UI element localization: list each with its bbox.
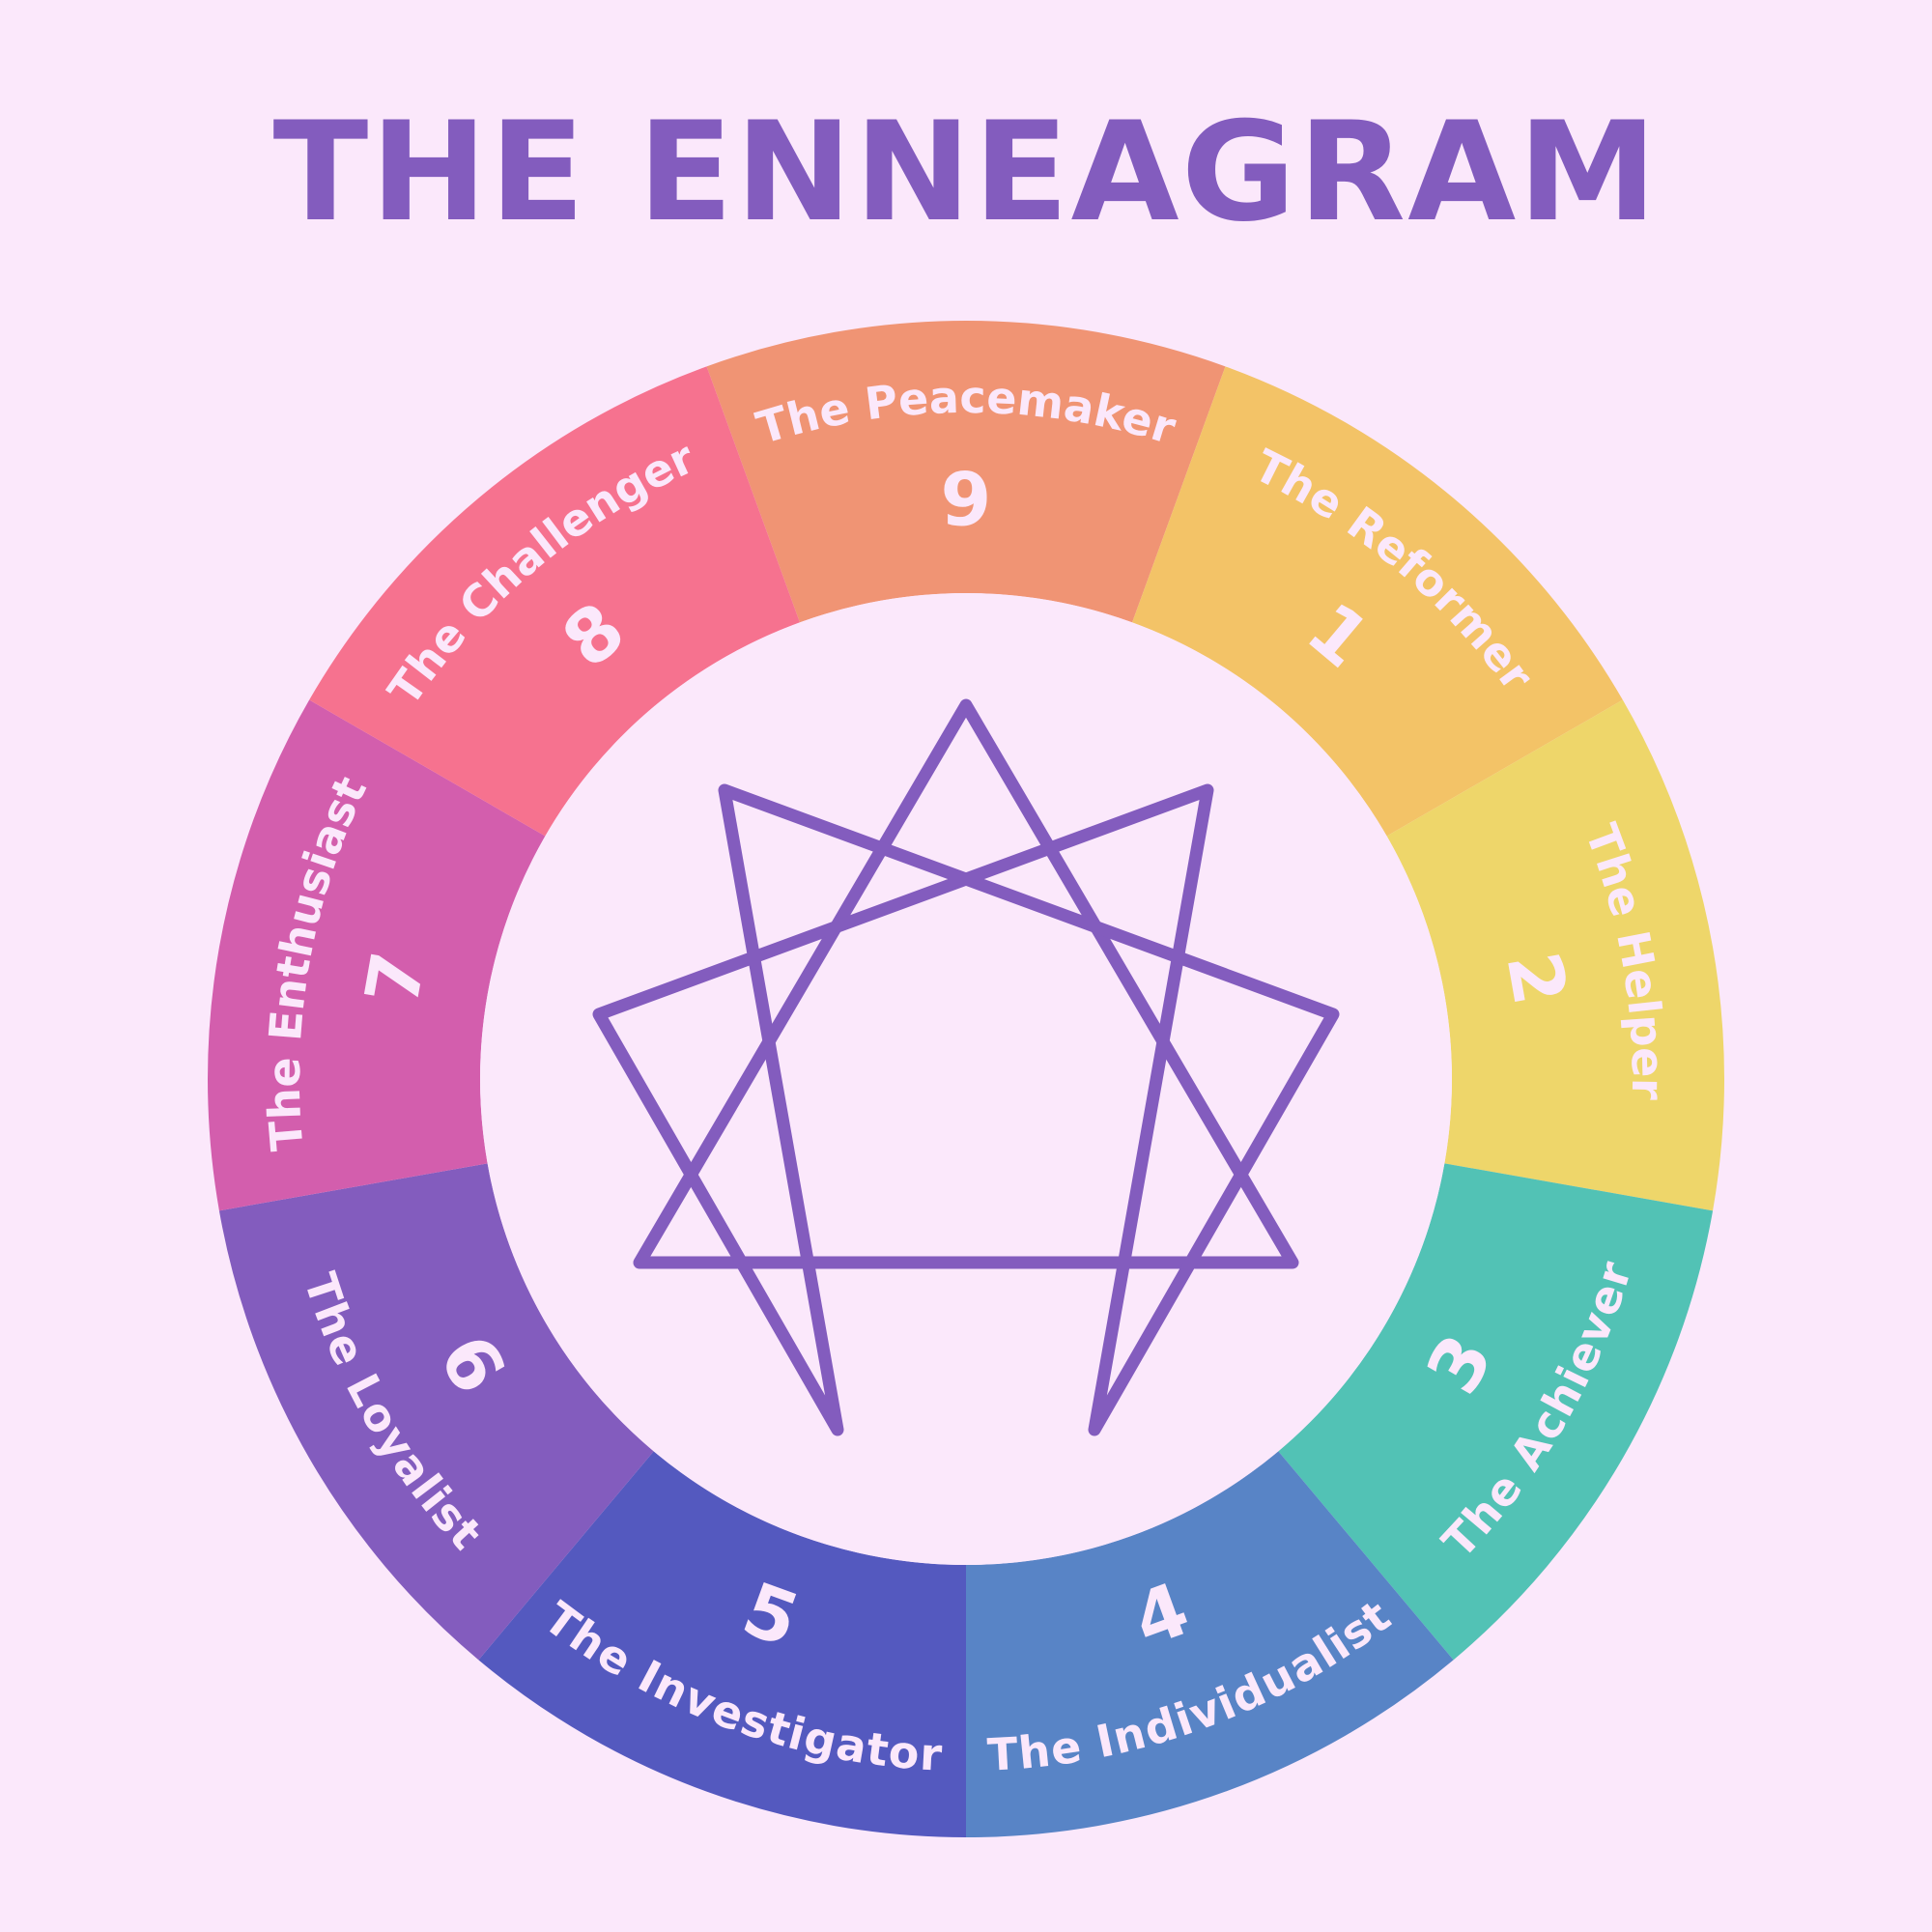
segment-type-6 [218,1163,654,1661]
page-title: THE ENNEAGRAM [272,93,1660,252]
segment-number-9: 9 [941,457,992,543]
segment-type-5 [478,1451,966,1837]
segment-type-9 [706,320,1226,623]
segment-type-3 [1278,1163,1714,1661]
segment-type-2 [1386,699,1724,1211]
segment-type-1 [1132,366,1623,837]
segment-type-7 [207,699,546,1211]
segment-type-4 [966,1451,1454,1837]
inner-triangle [633,698,1299,1269]
segment-type-8 [309,366,800,837]
inner-hexad [592,783,1340,1436]
ring-segments [207,320,1724,1837]
enneagram-star-icon [592,698,1340,1436]
inner-disc [480,593,1452,1565]
